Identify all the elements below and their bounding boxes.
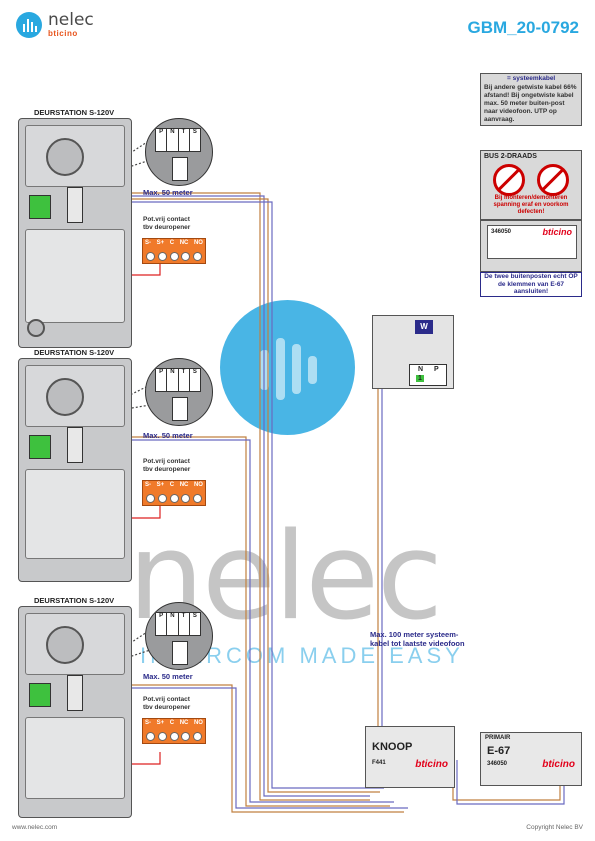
bus-warning-panel: BUS 2-DRAADS Bij monteren/demonteren spa… bbox=[480, 150, 582, 220]
legend-cable-label: = systeemkabel bbox=[507, 75, 556, 82]
dip-switch bbox=[172, 641, 188, 665]
cable-legend: = systeemkabel Bij andere getwiste kabel… bbox=[480, 73, 582, 126]
station-2-title: DEURSTATION S-120V bbox=[34, 348, 115, 357]
speaker-icon bbox=[46, 378, 84, 416]
nelec-logo-icon bbox=[16, 12, 42, 38]
camera-panel bbox=[25, 613, 125, 675]
knoop-code: F441 bbox=[372, 760, 386, 766]
speaker-icon bbox=[46, 138, 84, 176]
knoop-name: KNOOP bbox=[372, 741, 413, 753]
terminal-block bbox=[67, 675, 83, 711]
terminal-block-green bbox=[29, 195, 51, 219]
e67-brand: bticino bbox=[542, 759, 575, 770]
terminal-block-green bbox=[29, 683, 51, 707]
dip-switch bbox=[172, 157, 188, 181]
knoop-device: KNOOP F441 bticino bbox=[365, 726, 455, 788]
door-station-2 bbox=[18, 358, 132, 582]
monitor-np-terminal: N P 1 bbox=[409, 364, 447, 386]
terminal-block-green bbox=[29, 435, 51, 459]
terminal-block bbox=[67, 187, 83, 223]
e67-device: PRIMAIR E-67 346050 bticino bbox=[480, 732, 582, 786]
bus-warning: Bij monteren/demonteren spanning eraf en… bbox=[493, 195, 569, 215]
bus-title: BUS 2-DRAADS bbox=[484, 153, 537, 160]
station-2-contact-label: Pot.vrij contact tbv deuropener bbox=[143, 458, 191, 473]
e67-note: De twee buitenposten echt OP de klemmen … bbox=[480, 272, 582, 297]
station-2-max-distance: Max. 50 meter bbox=[143, 431, 193, 440]
station-3-title: DEURSTATION S-120V bbox=[34, 596, 115, 605]
door-station-1 bbox=[18, 118, 132, 348]
e67-small-brand: bticino bbox=[542, 227, 573, 237]
e67-label: PRIMAIR bbox=[485, 735, 511, 741]
button-panel bbox=[25, 229, 125, 323]
dip-switch bbox=[172, 397, 188, 421]
no-voltage-icon bbox=[537, 164, 569, 196]
logo-brand: bticino bbox=[48, 29, 78, 38]
e67-code: 346050 bbox=[487, 761, 508, 767]
screw-icon bbox=[27, 319, 45, 337]
footer-copyright: Copyright Nelec BV bbox=[526, 824, 583, 831]
speaker-icon bbox=[46, 626, 84, 664]
e67-small-body: 346050 bticino bbox=[487, 225, 577, 259]
camera-panel bbox=[25, 365, 125, 427]
e67-name: E-67 bbox=[487, 745, 511, 757]
button-panel bbox=[25, 717, 125, 799]
legend-text: Bij andere getwiste kabel 66% afstand! B… bbox=[484, 84, 577, 123]
max-system-cable-label: Max. 100 meter systeem- kabel tot laatst… bbox=[370, 630, 465, 648]
terminal-block bbox=[67, 427, 83, 463]
door-station-3 bbox=[18, 606, 132, 818]
station-3-max-distance: Max. 50 meter bbox=[143, 672, 193, 681]
e67-small-code: 346050 bbox=[491, 229, 512, 235]
button-panel bbox=[25, 469, 125, 559]
station-1-max-distance: Max. 50 meter bbox=[143, 188, 193, 197]
e67-small-device: 346050 bticino bbox=[480, 220, 582, 272]
knoop-brand: bticino bbox=[415, 759, 448, 770]
camera-panel bbox=[25, 125, 125, 187]
station-3-contact-label: Pot.vrij contact tbv deuropener bbox=[143, 696, 191, 711]
videophone-terminal: W N P 1 bbox=[372, 315, 454, 389]
station-1-title: DEURSTATION S-120V bbox=[34, 108, 115, 117]
logo-name: nelec bbox=[48, 10, 94, 30]
no-plug-icon bbox=[493, 164, 525, 196]
document-id: GBM_20-0792 bbox=[467, 18, 579, 37]
station-1-contact-label: Pot.vrij contact tbv deuropener bbox=[143, 216, 191, 231]
monitor-w-label: W bbox=[415, 320, 433, 334]
footer-website: www.nelec.com bbox=[12, 824, 58, 831]
nelec-logo: nelec bticino bbox=[16, 10, 126, 42]
